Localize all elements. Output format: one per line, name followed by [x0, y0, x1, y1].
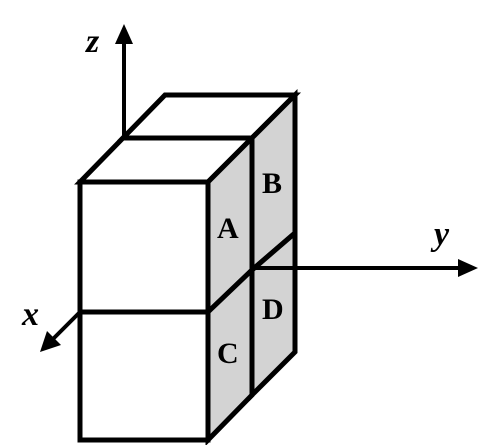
- z-axis-arrowhead: [115, 24, 133, 44]
- x-axis-line: [48, 310, 82, 344]
- cell-label-d: D: [262, 293, 284, 326]
- cell-label-b: B: [262, 167, 282, 200]
- x-axis-label: x: [21, 296, 39, 333]
- cell-label-a: A: [217, 212, 239, 245]
- y-axis-arrowhead: [458, 259, 478, 277]
- x-axis-arrowhead: [40, 331, 61, 352]
- z-axis-label: z: [85, 23, 100, 60]
- y-axis-label: y: [430, 216, 450, 253]
- front-face-lower: [77, 309, 211, 443]
- cell-label-c: C: [217, 337, 239, 370]
- front-face-upper: [77, 179, 211, 315]
